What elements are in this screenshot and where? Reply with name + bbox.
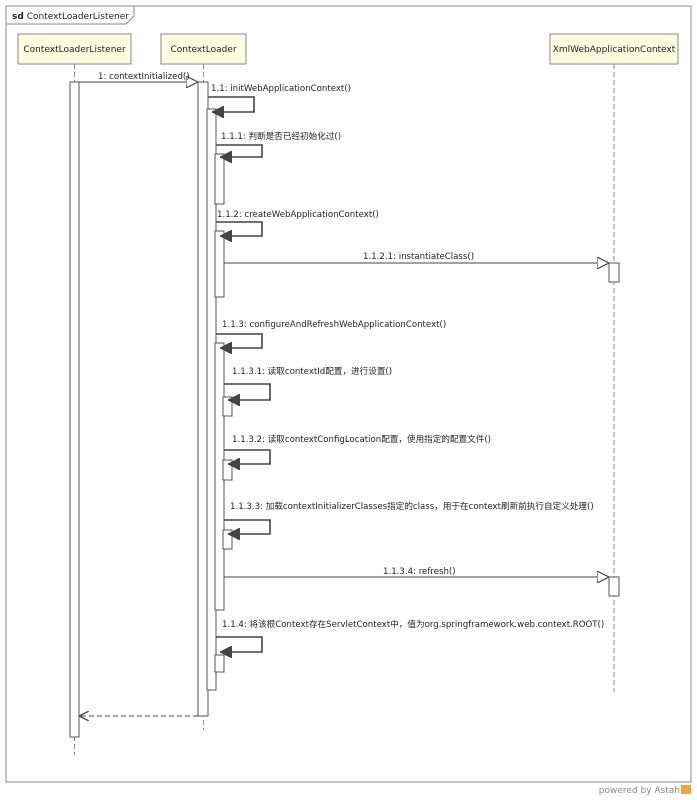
frame-title: sd ContextLoaderListener: [12, 12, 129, 22]
message-arrow-m1131: [224, 383, 271, 400]
activation-xmlctx-1: [608, 262, 620, 283]
message-label-m114: 1.1.4: 将该根Context存在ServletContext中，值为org…: [222, 618, 604, 630]
diagram-frame: [5, 5, 692, 783]
activation-xmlctx-2: [608, 576, 620, 597]
message-m1133: 1.1.3.3: 加载contextInitializerClasses指定的c…: [224, 500, 594, 534]
activation-loader-1-1-3-2: [222, 459, 233, 481]
message-arrow-m113: [216, 333, 263, 348]
message-label-m111: 1.1.1: 判断是否已经初始化过(): [221, 130, 341, 142]
message-arrow-m111: [216, 144, 263, 157]
astah-logo-icon: [681, 785, 691, 794]
message-m1134: 1.1.3.4: refresh(): [224, 567, 609, 577]
message-label-m112: 1.1.2: createWebApplicationContext(): [217, 210, 379, 220]
messages: 1: contextInitialized() 1.1: initWebAppli…: [79, 72, 609, 716]
message-arrow-m1133: [224, 519, 271, 534]
message-label-m1134: 1.1.3.4: refresh(): [383, 567, 456, 577]
frame-kind: sd: [12, 12, 24, 22]
message-label-m1133: 1.1.3.3: 加载contextInitializerClasses指定的c…: [230, 500, 594, 512]
lifeline-xmlctx-head: [549, 33, 679, 65]
message-m1131: 1.1.3.1: 读取contextId配置，进行设置(): [224, 365, 392, 400]
message-label-m11: 1.1: initWebApplicationContext(): [211, 84, 351, 94]
lifeline-loader-head: [160, 33, 247, 65]
message-arrow-m11: [208, 96, 255, 112]
message-label-m1131: 1.1.3.1: 读取contextId配置，进行设置(): [232, 365, 392, 377]
activation-loader-1-1-3-1: [222, 396, 233, 417]
message-label-m1132: 1.1.3.2: 读取contextConfigLocation配置，使用指定的…: [232, 433, 491, 445]
message-arrow-m114: [216, 636, 263, 652]
message-m1: 1: contextInitialized(): [79, 72, 198, 82]
frame-tab: [6, 6, 135, 25]
message-m112: 1.1.2: createWebApplicationContext(): [216, 210, 379, 236]
lifeline-xmlctx: XmlWebApplicationContext: [549, 33, 679, 692]
message-label-m1121: 1.1.2.1: instantiateClass(): [363, 252, 474, 262]
message-m113: 1.1.3: configureAndRefreshWebApplication…: [216, 320, 446, 348]
message-m114: 1.1.4: 将该根Context存在ServletContext中，值为org…: [216, 618, 604, 652]
activation-loader-1-1-4: [214, 654, 225, 673]
activation-listener: [69, 81, 80, 738]
footer-brand: powered by Astah: [599, 785, 691, 796]
activation-loader-1-1-1: [214, 153, 225, 205]
message-m1132: 1.1.3.2: 读取contextConfigLocation配置，使用指定的…: [224, 433, 491, 464]
lifeline-loader-name: ContextLoader: [170, 45, 236, 55]
activation-loader-1-1-2: [214, 230, 225, 298]
message-m11: 1.1: initWebApplicationContext(): [208, 84, 351, 112]
message-arrow-m1132: [224, 449, 271, 464]
activation-loader-1-1-3-3: [222, 529, 233, 550]
message-arrow-m112: [216, 221, 263, 236]
message-label-m1: 1: contextInitialized(): [98, 72, 190, 82]
message-label-m113: 1.1.3: configureAndRefreshWebApplication…: [222, 320, 446, 330]
lifeline-listener-name: ContextLoaderListener: [23, 45, 126, 55]
footer-text: powered by Astah: [598, 786, 680, 796]
message-m1121: 1.1.2.1: instantiateClass(): [224, 252, 609, 263]
frame-name: ContextLoaderListener: [27, 12, 130, 22]
lifeline-xmlctx-name: XmlWebApplicationContext: [553, 45, 676, 55]
message-m111: 1.1.1: 判断是否已经初始化过(): [216, 130, 341, 157]
